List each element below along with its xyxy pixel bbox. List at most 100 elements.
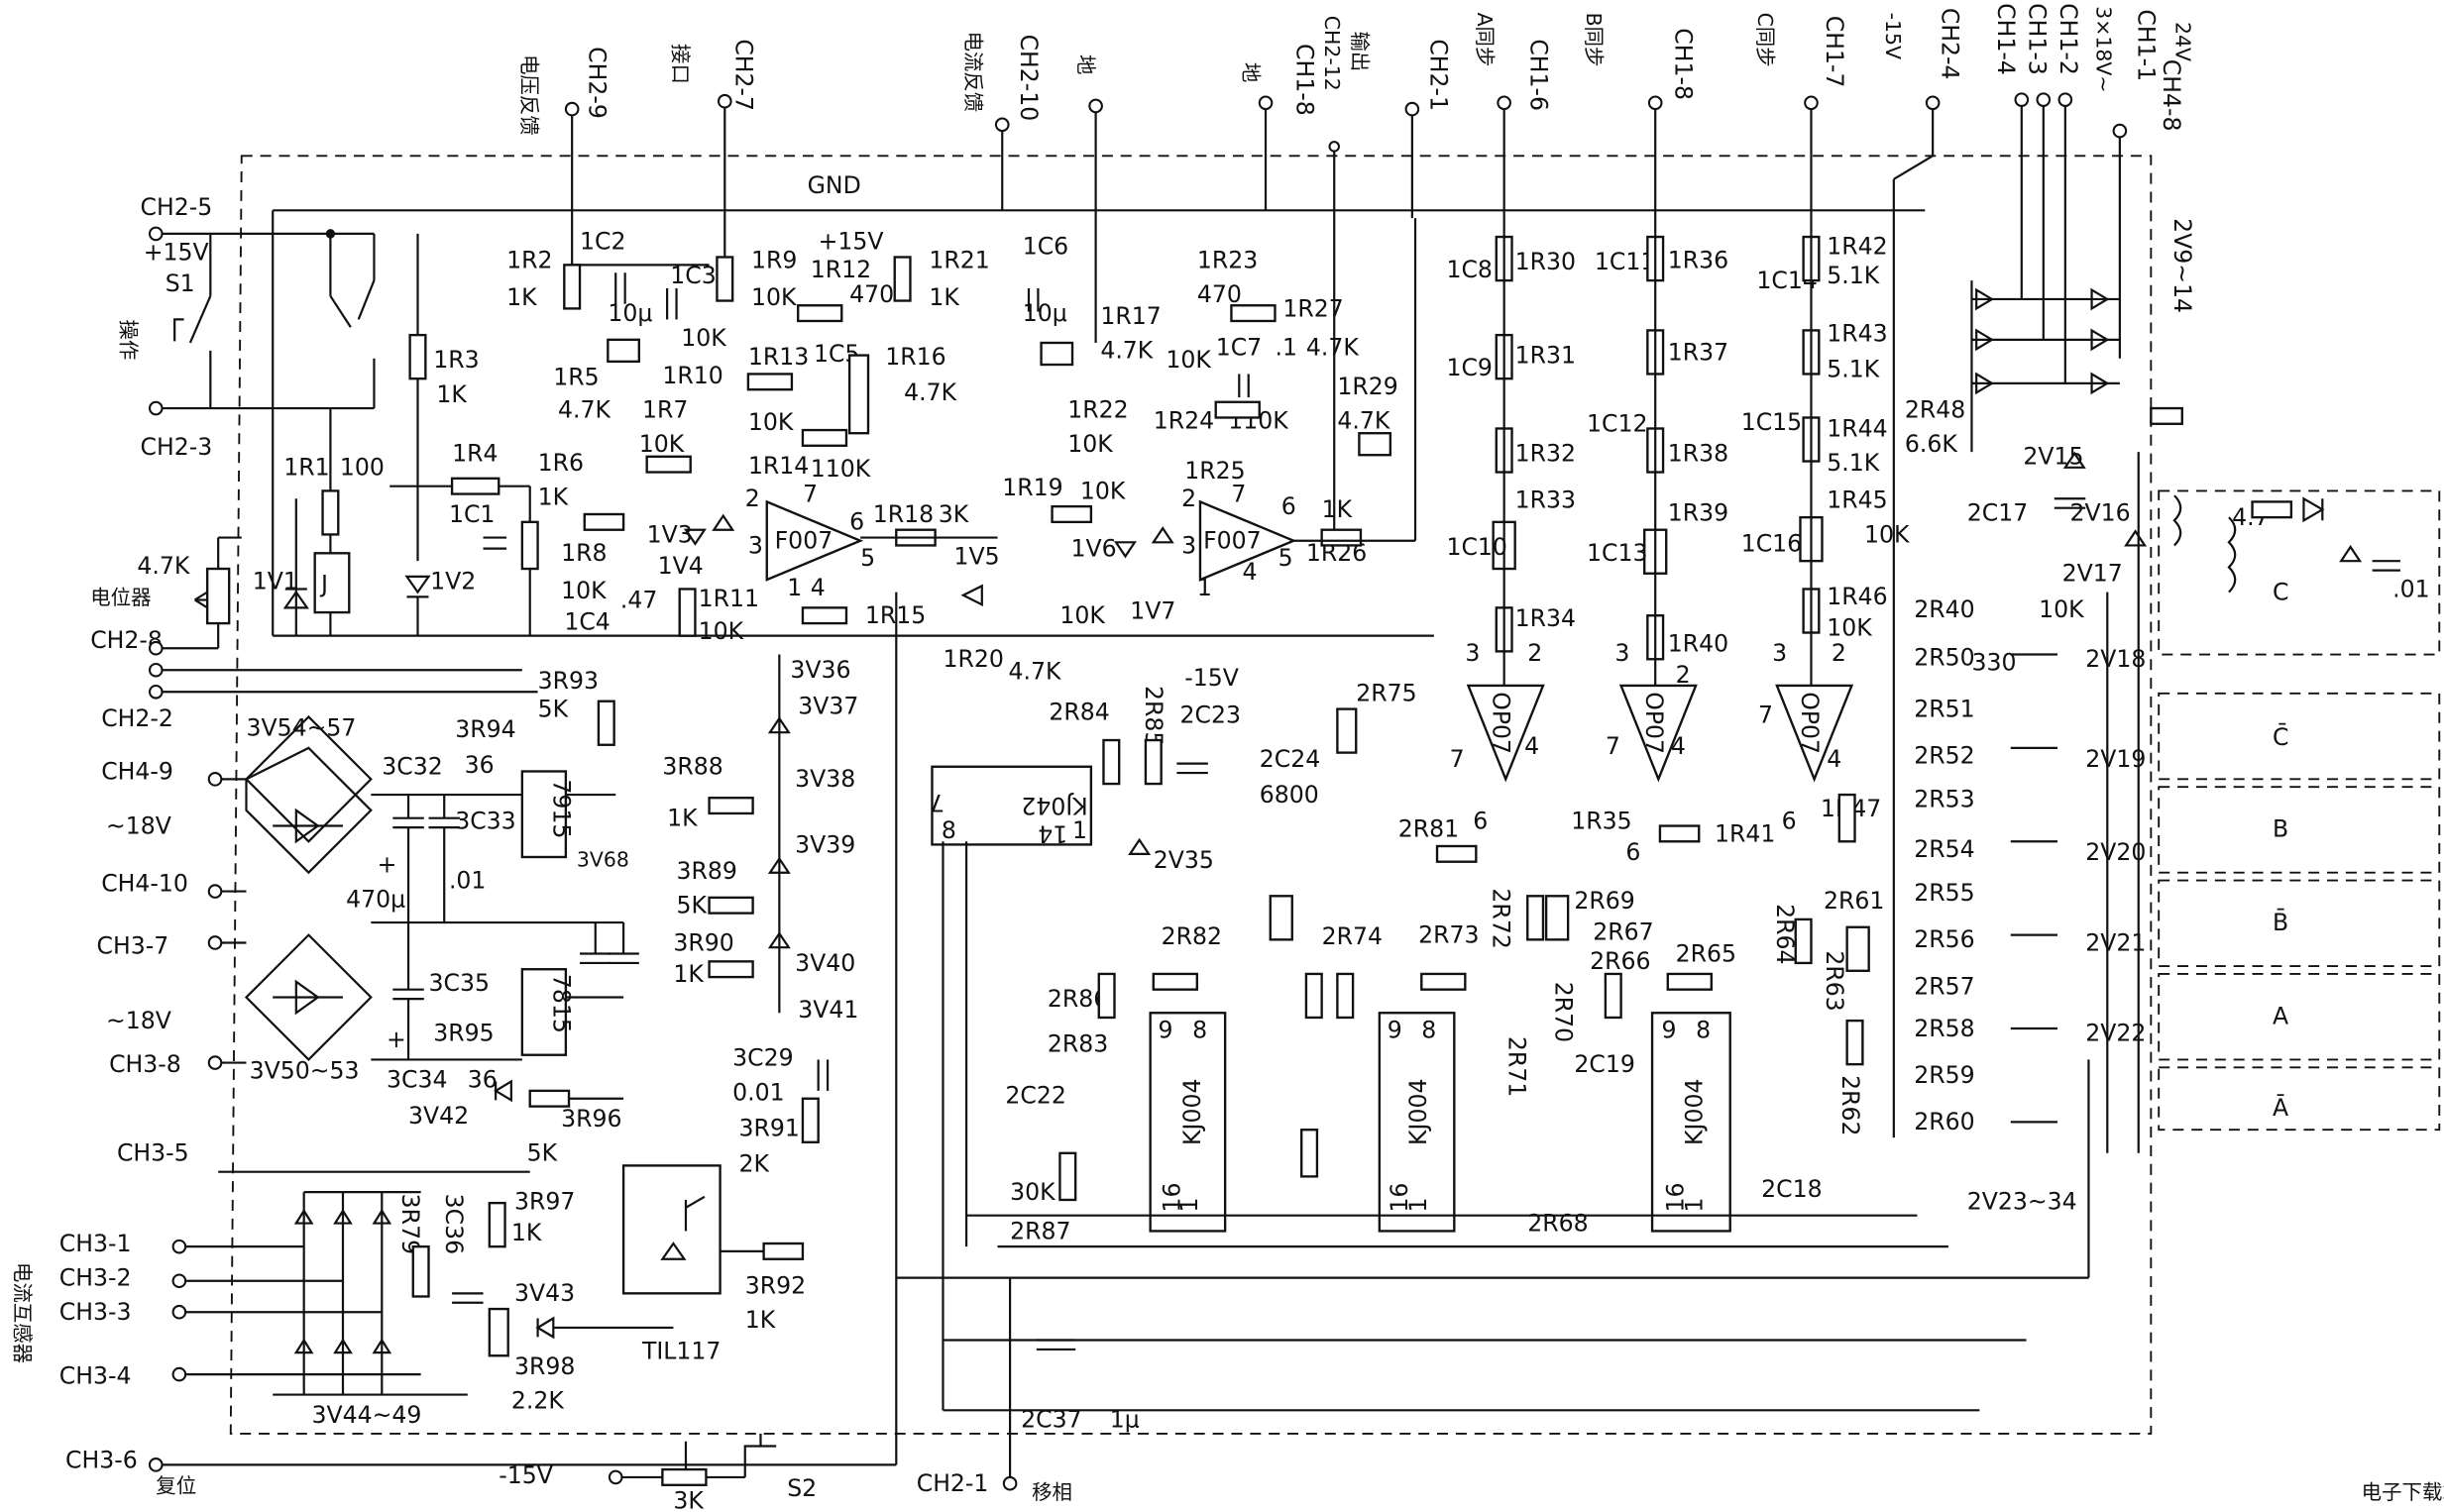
svg-text:4.7K: 4.7K <box>1009 658 1061 686</box>
svg-text:CH4-10: CH4-10 <box>101 870 188 898</box>
svg-text:2R51: 2R51 <box>1914 695 1974 722</box>
svg-text:1R20: 1R20 <box>943 645 1003 673</box>
left-terminal-ch3-2[interactable]: CH3-2 <box>59 1263 343 1291</box>
ac18v-label-1: ~18V <box>106 811 171 839</box>
svg-text:24V: 24V <box>2170 22 2194 61</box>
svg-text:3: 3 <box>1772 639 1787 667</box>
svg-text:30K: 30K <box>1010 1178 1055 1206</box>
led-3v68: 3V68 <box>577 847 629 871</box>
svg-text:+15V: +15V <box>144 239 209 267</box>
svg-text:110K: 110K <box>811 455 871 483</box>
resistor-1r3: 1R3 1K <box>408 233 480 562</box>
top-terminal-ch1-2[interactable]: CH1-2 3×18V~ <box>2055 3 2115 383</box>
cap-470u-plus: + <box>378 851 397 879</box>
svg-text:J: J <box>319 571 328 598</box>
left-terminal-ch4-10[interactable]: CH4-10 <box>101 870 247 899</box>
top-terminal-ch2-12-output[interactable]: CH2-12 输出 <box>1320 16 1372 530</box>
top-terminal-ch2-7[interactable]: CH2-7 接口 <box>668 39 757 258</box>
svg-text:2R48: 2R48 <box>1905 395 1965 423</box>
svg-text:1R44: 1R44 <box>1827 414 1887 442</box>
top-terminal-ground[interactable]: 地 <box>1073 54 1103 343</box>
svg-text:10K: 10K <box>2039 595 2084 623</box>
svg-text:1R23: 1R23 <box>1197 247 1258 274</box>
resistor-1r24: 1R24 110K <box>1154 400 1288 434</box>
opamp-op07-c: OP07 3 2 7 4 6 <box>1758 639 1854 835</box>
left-terminal-ch3-1[interactable]: CH3-1 <box>59 1230 304 1257</box>
top-terminal-ch2-9[interactable]: CH2-9 电压反馈 <box>517 47 611 266</box>
ladder-b: 1C11 1R36 1R37 1C12 1R38 1R39 1C13 1R40 <box>1587 233 1728 686</box>
svg-text:1C16: 1C16 <box>1741 530 1802 558</box>
cap-3c35: 3C35 <box>392 922 490 1060</box>
svg-text:OP07: OP07 <box>1488 692 1515 754</box>
pin-2: 2 <box>745 485 760 512</box>
svg-text:1R4: 1R4 <box>452 440 498 468</box>
svg-text:1R45: 1R45 <box>1827 486 1887 514</box>
left-terminal-ch2-3[interactable]: CH2-3 <box>141 400 375 461</box>
svg-text:CH1-7: CH1-7 <box>1821 16 1848 88</box>
top-terminal-ch1-1[interactable]: CH1-1 <box>2133 9 2161 81</box>
top-terminal-ch1-3[interactable]: CH1-3 <box>2024 3 2052 340</box>
svg-text:1R29: 1R29 <box>1337 373 1397 400</box>
top-terminal-ch1-8-ground[interactable]: CH1-8 地 <box>1239 44 1318 211</box>
svg-text:C: C <box>2273 578 2288 605</box>
left-terminal-ch2-2[interactable]: CH2-2 <box>101 684 538 732</box>
svg-text:7915: 7915 <box>547 779 575 838</box>
cap-2c23: 2C23 <box>1176 702 1241 775</box>
resistor-1r16: 1R16 4.7K <box>847 343 957 435</box>
left-terminal-ch3-8[interactable]: CH3-8 <box>109 1050 247 1078</box>
svg-text:A同步: A同步 <box>1473 13 1497 67</box>
svg-text:10K: 10K <box>681 324 726 352</box>
svg-text:7: 7 <box>930 789 944 816</box>
top-terminal-ch1-4[interactable]: CH1-4 <box>1992 3 2030 299</box>
resistor-1r11: 1R11 10K <box>678 585 759 645</box>
resistor-1r26: 1K 1R26 <box>1306 495 1367 567</box>
top-terminal-ch2-10[interactable]: CH2-10 电流反馈 <box>961 31 1043 211</box>
left-terminal-ch3-3[interactable]: CH3-3 <box>59 1298 383 1326</box>
svg-text:CH2-9: CH2-9 <box>583 47 611 119</box>
left-terminal-ch4-9[interactable]: CH4-9 <box>101 757 247 787</box>
bottom-terminal-ch2-1-phase-shift[interactable]: CH2-1 移相 <box>917 1277 1072 1504</box>
left-terminal-ch3-4[interactable]: CH3-4 <box>59 1362 421 1390</box>
left-terminal-ch3-7[interactable]: CH3-7 <box>97 931 247 959</box>
svg-text:2C17: 2C17 <box>1967 498 2028 526</box>
resistor-1r27: 1R27 4.7K <box>1282 294 1359 361</box>
bottom-terminal-minus15v-s2[interactable]: -15V 3K S2 <box>499 1433 817 1512</box>
svg-text:470: 470 <box>849 280 894 308</box>
svg-text:3R93: 3R93 <box>538 667 599 695</box>
opamp-op07-a: OP07 3 2 7 4 6 <box>1450 639 1545 835</box>
svg-text:KJ004: KJ004 <box>1178 1079 1206 1145</box>
top-terminal-ch1-8-b-sync[interactable]: CH1-8 B同步 <box>1582 13 1698 234</box>
svg-text:1: 1 <box>1680 1198 1708 1213</box>
left-terminal-ch3-6-reset[interactable]: CH3-6 复位 <box>65 1446 897 1498</box>
top-terminal-ch4-8[interactable]: CH4-8 24V <box>2112 22 2195 359</box>
svg-text:3R91: 3R91 <box>738 1114 799 1141</box>
cap-3c33: 3C33 .01 <box>428 795 516 923</box>
top-terminal-ch1-6-a-sync[interactable]: CH1-6 A同步 <box>1473 13 1552 234</box>
switch-s1[interactable] <box>173 233 212 409</box>
diode-1v5: 1V5 <box>953 542 1000 606</box>
top-terminal-ch2-4-minus15v[interactable]: CH2-4 -15V <box>1881 8 1964 1138</box>
left-terminal-ch2-5[interactable]: CH2-5 +15V <box>141 193 375 267</box>
diode-2v35: 2V35 <box>1128 837 1214 874</box>
opamp-f007-1: F007 2 3 7 6 5 1 4 <box>745 480 875 600</box>
svg-text:4.7K: 4.7K <box>1306 334 1359 362</box>
svg-text:CH2-4: CH2-4 <box>1937 8 1964 80</box>
left-terminal-ch3-5[interactable]: CH3-5 <box>117 1139 530 1173</box>
svg-text:F007: F007 <box>1203 527 1262 555</box>
potentiometer-4-7k[interactable]: 4.7K <box>137 536 242 649</box>
cap-plus-2: + <box>387 1026 406 1053</box>
resistor-1r13: 1R13 1C5 <box>746 340 859 391</box>
svg-text:1: 1 <box>1175 1198 1203 1213</box>
caps-pair-right <box>580 922 639 965</box>
left-terminal-ch2-8[interactable]: 电位器 CH2-8 <box>90 586 522 678</box>
top-terminal-ch2-1[interactable]: CH2-1 <box>1404 39 1453 219</box>
svg-text:2: 2 <box>1527 639 1542 667</box>
svg-text:3K: 3K <box>939 500 969 528</box>
resistor-1r15: 1R15 <box>801 601 926 629</box>
top-terminal-ch1-7-c-sync[interactable]: CH1-7 C同步 <box>1753 13 1848 234</box>
opamp-op07-b: OP07 3 2 7 4 6 <box>1606 639 1698 866</box>
svg-text:3V54~57: 3V54~57 <box>246 713 356 741</box>
resistor-3r93: 3R93 5K <box>538 667 615 746</box>
resistors-3r88-90: 3R88 1K 3R89 5K 3R90 1K <box>662 753 754 988</box>
